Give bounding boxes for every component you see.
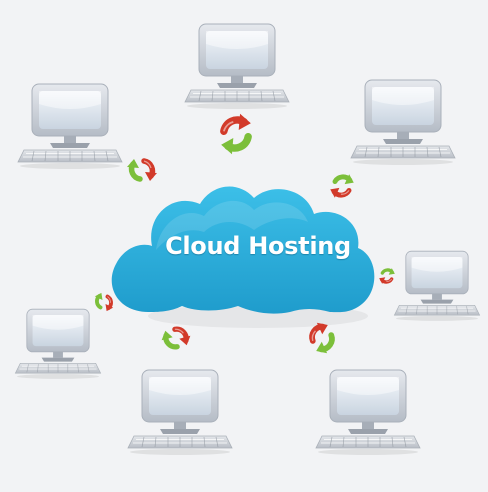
computer-middle-right xyxy=(393,250,481,322)
computer-top-right xyxy=(350,79,456,166)
sync-arrows-left-icon xyxy=(89,289,119,315)
sync-arrows-right-icon xyxy=(376,263,398,289)
sync-arrows-upper-left-icon xyxy=(127,159,157,181)
sync-arrows-upper-right-icon xyxy=(328,170,356,202)
computer-top-center xyxy=(184,23,290,110)
cloud-hosting-label: Cloud Hosting xyxy=(165,232,351,260)
computer-bottom-right xyxy=(315,369,421,456)
sync-arrows-lower-left-icon xyxy=(159,323,193,352)
computer-top-left xyxy=(17,83,123,170)
computer-middle-left xyxy=(14,308,102,380)
cloud-shape xyxy=(111,186,375,328)
computer-bottom-left xyxy=(127,369,233,456)
sync-arrows-top-icon xyxy=(221,114,251,155)
